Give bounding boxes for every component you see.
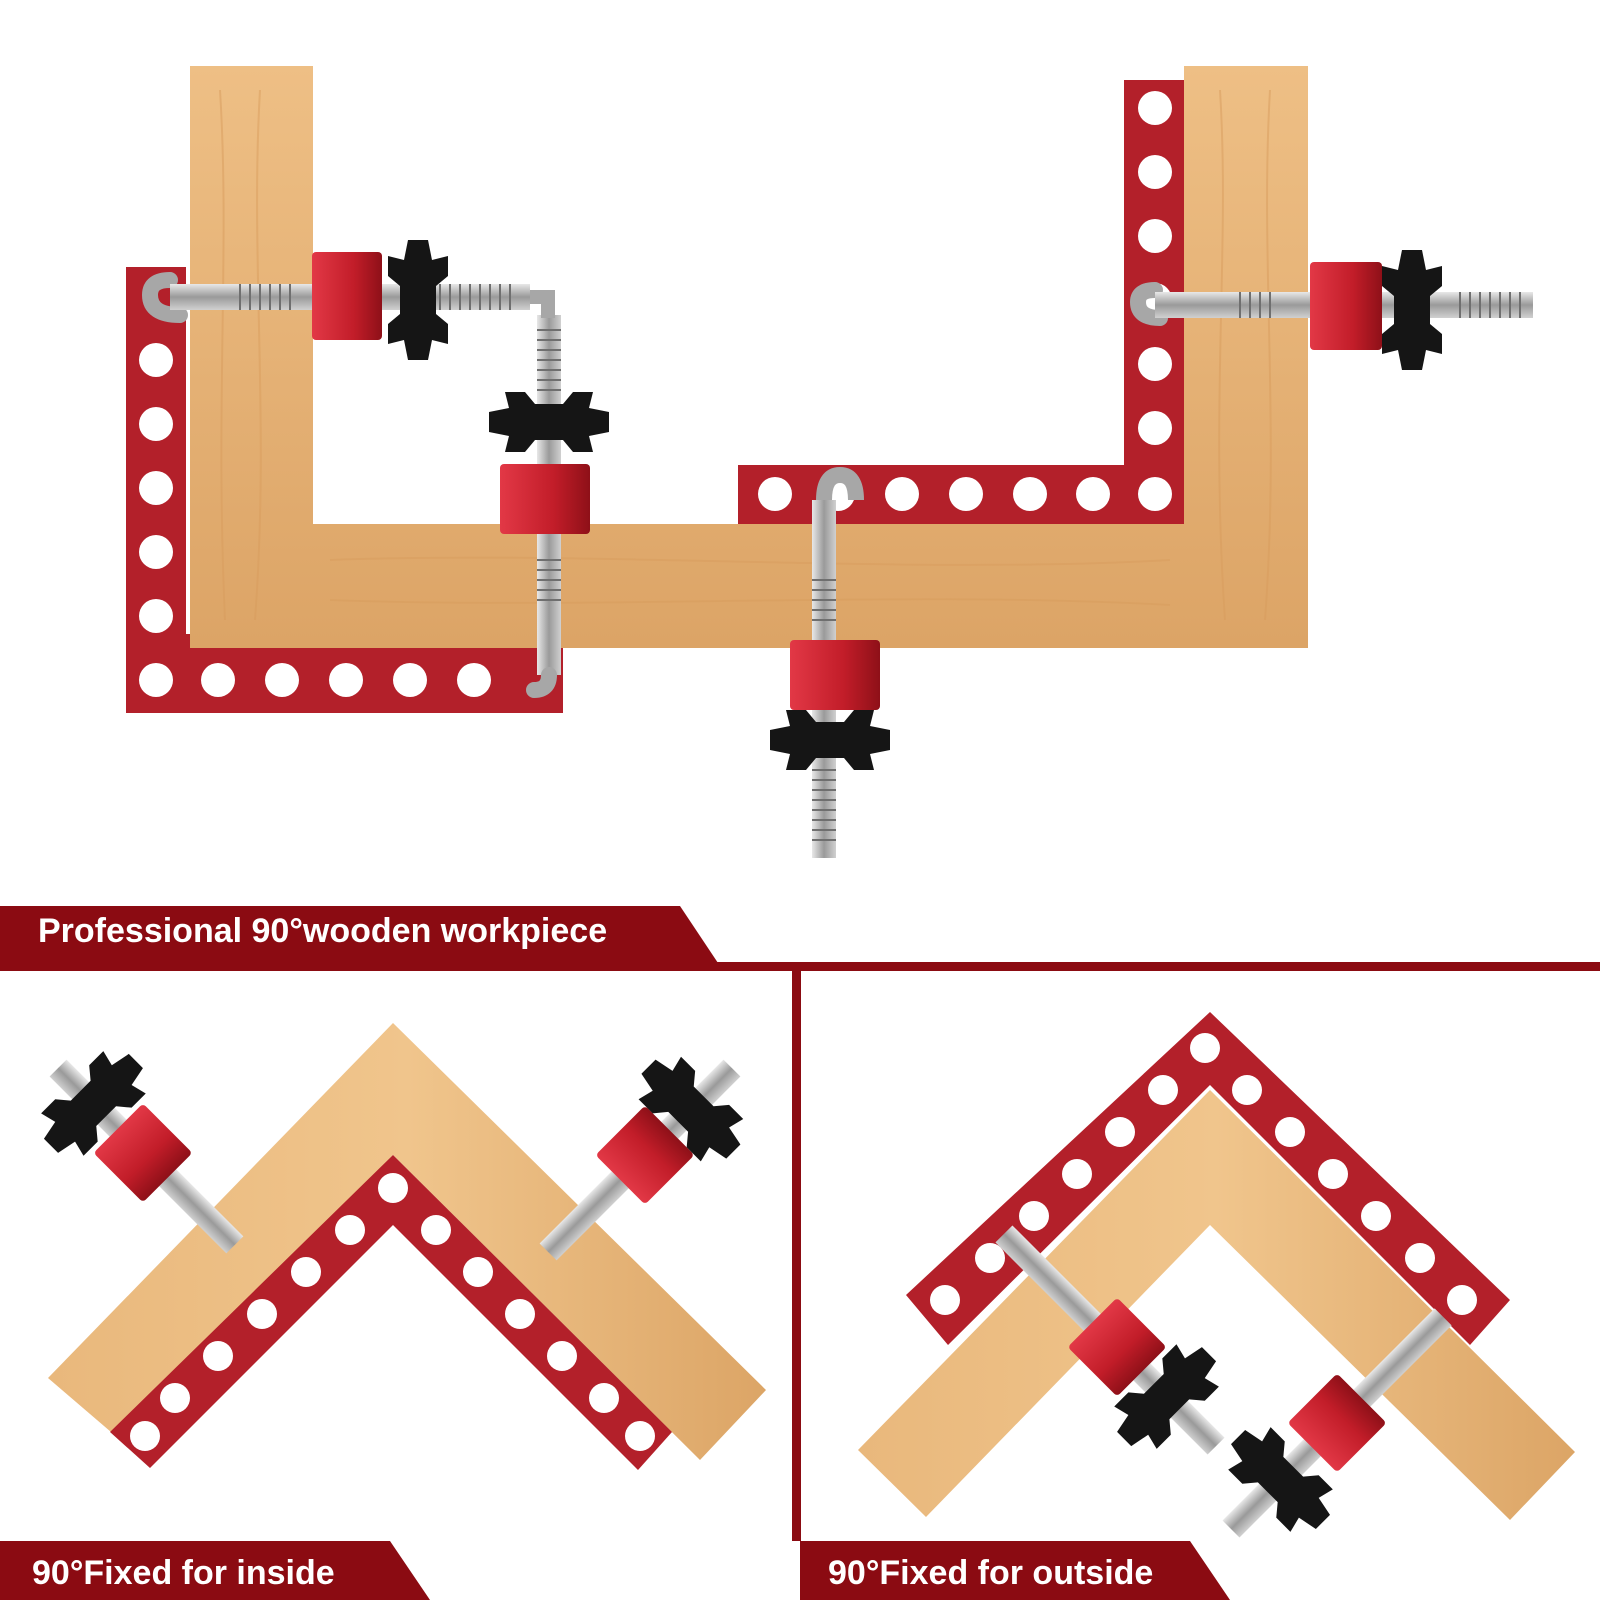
caption-top: Professional 90°wooden workpiece (38, 912, 608, 950)
wood-board-outside (858, 1090, 1575, 1520)
clamp-outside-right (1216, 1308, 1452, 1544)
wood-board-inside (48, 1023, 766, 1460)
clamp-top-center (770, 466, 890, 858)
clamp-top-middle-left (489, 290, 609, 698)
banner-inside (0, 1541, 430, 1600)
outside-assembly (858, 1012, 1575, 1544)
corner-square-inside (110, 1155, 672, 1470)
caption-outside: 90°Fixed for outside (828, 1554, 1154, 1592)
clamp-inside-right (539, 1045, 755, 1261)
clamp-top-right (1129, 250, 1533, 370)
clamp-outside-left (995, 1225, 1231, 1461)
banner-outside (800, 1541, 1230, 1600)
divider-vertical (792, 971, 801, 1541)
corner-square-outside (906, 1012, 1510, 1345)
corner-square-right (738, 80, 1184, 524)
clamp-inside-left (29, 1039, 244, 1254)
inside-assembly (29, 1023, 766, 1470)
clamp-top-left (141, 240, 530, 360)
banner-top (0, 906, 1600, 971)
top-assembly (126, 66, 1533, 858)
wood-board-top (190, 66, 1308, 648)
caption-inside: 90°Fixed for inside (32, 1554, 335, 1592)
